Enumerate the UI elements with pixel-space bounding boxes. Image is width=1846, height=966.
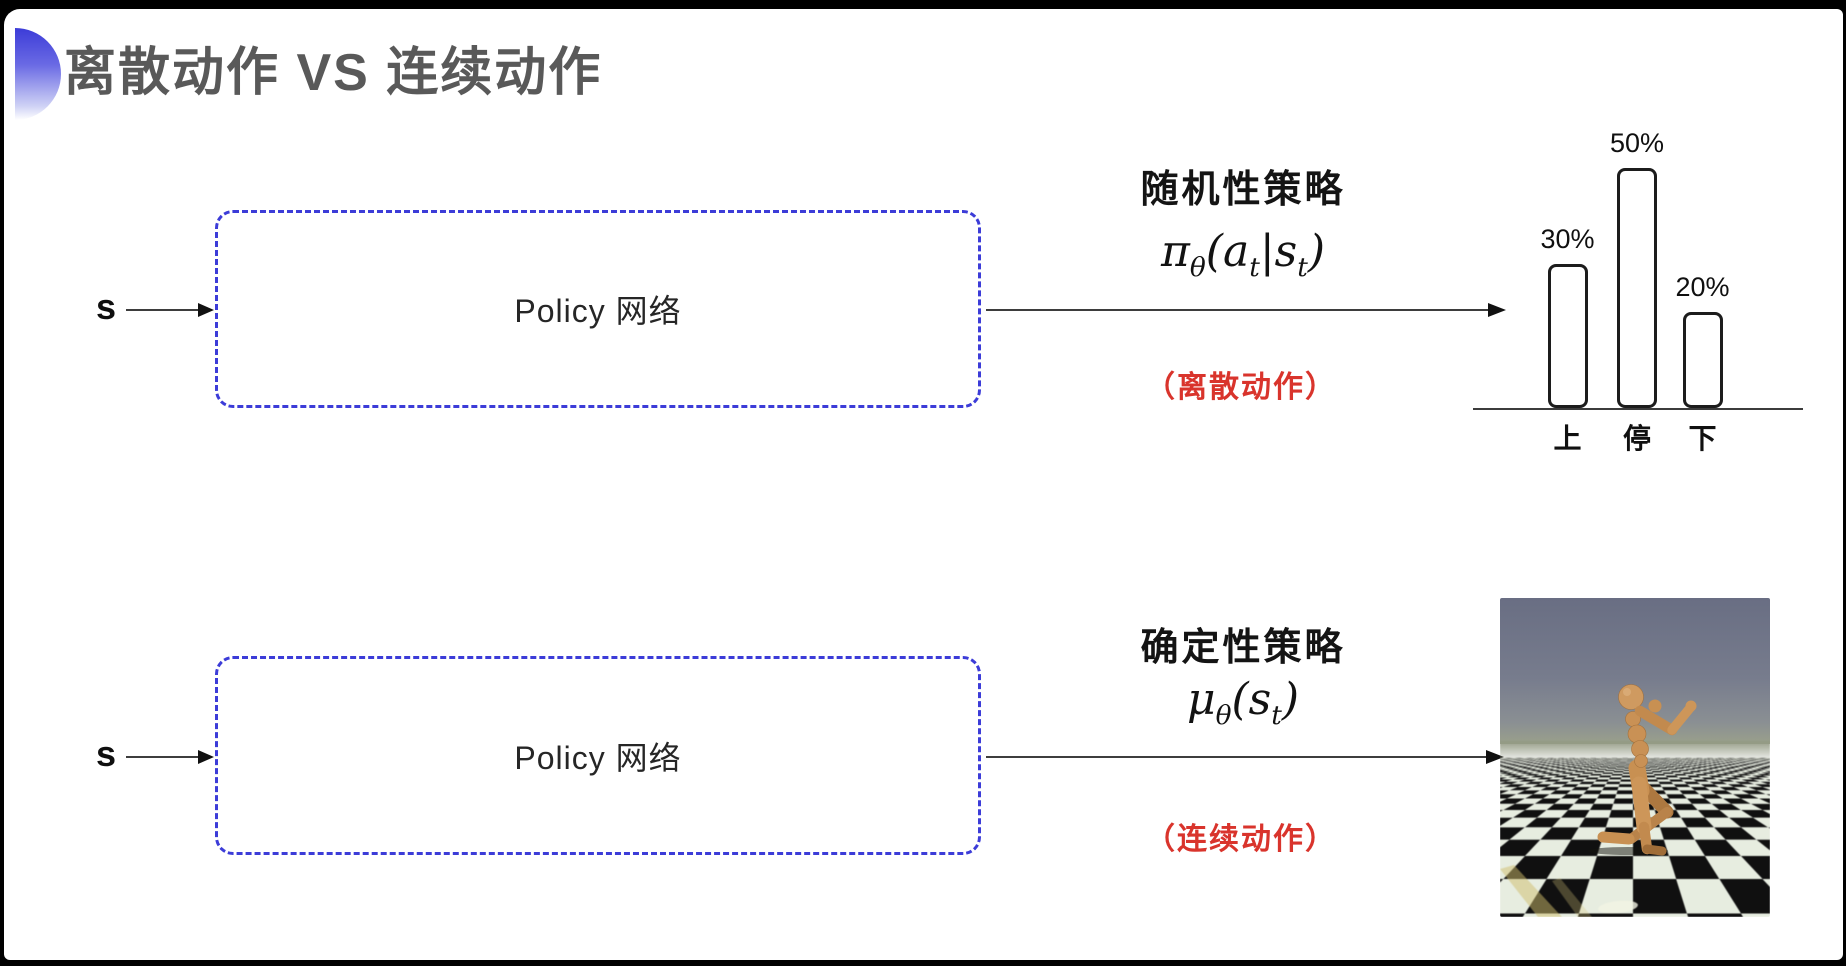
input-arrow-bottom [126,750,214,764]
bar-category-label: 停 [1622,423,1652,454]
formula-t-sub: t [1249,251,1260,283]
chart-baseline-axis [1473,408,1803,410]
policy-network-box-top: Policy 网络 [215,210,981,408]
formula-t-sub: t [1271,699,1282,731]
discrete-action-caption: （离散动作） [1145,371,1337,404]
deterministic-policy-title: 确定性策略 [1140,627,1346,669]
bar [1682,312,1723,408]
action-probability-bar-chart: 30% 上 50% 停 20% 下 [1473,118,1803,454]
formula-t-sub2: t [1297,251,1308,283]
bar-value-label: 50% [1609,128,1665,158]
policy-network-label-top: Policy 网络 [514,293,682,329]
formula-theta-sub: θ [1215,699,1232,731]
input-arrow-top [126,303,214,317]
output-arrow-bottom [986,750,1504,764]
bar-group: 30% 上 [1533,224,1603,454]
policy-network-box-bottom: Policy 网络 [215,656,981,855]
state-input-label-top: s [95,286,117,327]
bar [1547,264,1588,408]
bar-group: 20% 下 [1668,272,1738,454]
policy-network-label-bottom: Policy 网络 [514,739,682,776]
output-arrow-top [986,303,1506,317]
bar-category-label: 上 [1553,423,1582,454]
formula-mu: μ [1186,674,1216,725]
deterministic-policy-formula: μθ(st) [1088,674,1398,731]
bar-value-label: 30% [1540,224,1595,254]
formula-theta-sub: θ [1189,251,1206,283]
continuous-action-caption: （连续动作） [1145,823,1337,856]
floor-reflection-streak [1500,865,1562,917]
formula-open: (a [1205,226,1250,277]
formula-open: (s [1231,674,1272,725]
bar-value-label: 20% [1675,272,1730,302]
stochastic-policy-title: 随机性策略 [1140,169,1346,211]
bar-group: 50% 停 [1602,128,1672,454]
bar-category-label: 下 [1688,423,1717,454]
humanoid-simulation-image [1500,598,1770,917]
formula-bar: |s [1259,226,1298,277]
formula-pi: π [1160,226,1190,277]
slide-title: 离散动作 VS 连续动作 [64,44,603,102]
formula-close: ) [1307,226,1325,277]
humanoid-robot-figure [1588,684,1697,856]
state-input-label-bottom: s [95,733,117,774]
formula-close: ) [1281,674,1300,725]
stochastic-policy-formula: πθ(at|st) [1088,226,1398,283]
bar [1617,168,1657,408]
